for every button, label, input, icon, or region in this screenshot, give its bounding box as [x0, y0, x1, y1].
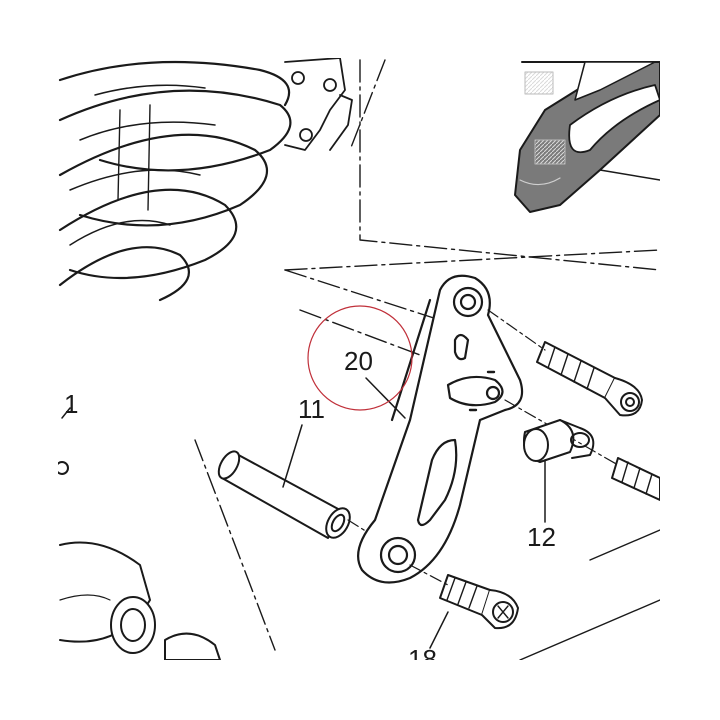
- lower-mount-parts: [58, 461, 221, 660]
- footrest-hanger-bracket: [514, 61, 660, 213]
- highlight-circle: [307, 305, 413, 411]
- callout-11: 11: [298, 394, 325, 424]
- assembly-centerlines: [194, 59, 660, 651]
- callout-1: 1: [64, 389, 78, 419]
- callout-12: 12: [527, 522, 556, 552]
- pivot-pin-11: [217, 450, 381, 541]
- bolt-18: [409, 564, 519, 630]
- leader-lines: [61, 377, 546, 649]
- spacer-link-12: [523, 419, 595, 463]
- footrest-lever-20: [357, 274, 524, 584]
- shock-spring: [58, 60, 292, 302]
- shock-mount-bracket: [284, 58, 353, 151]
- callout-20: 20: [344, 346, 373, 376]
- crop-mask: [380, 660, 460, 720]
- bolt-upper: [487, 309, 643, 417]
- frame-edge: [519, 529, 660, 660]
